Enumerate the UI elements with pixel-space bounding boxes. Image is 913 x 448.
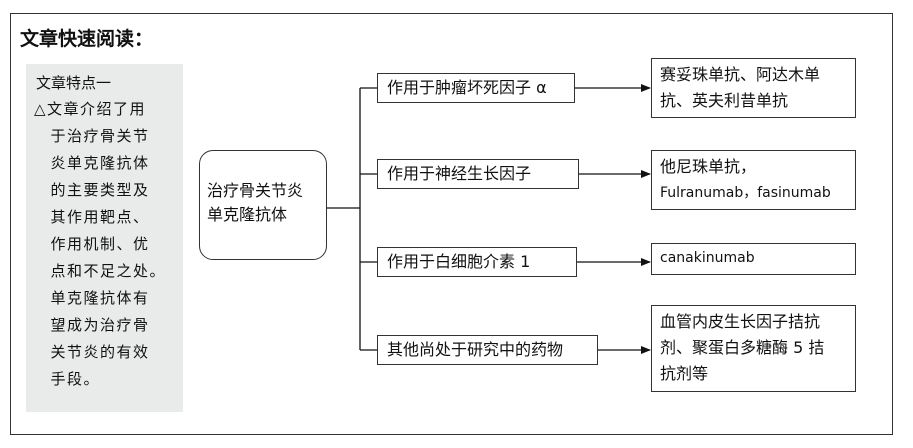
feature-line: 其作用靶点、: [34, 208, 150, 226]
feature-line: 的主要类型及: [34, 181, 150, 199]
feature-line: 点和不足之处。: [34, 262, 167, 280]
outer-frame: [10, 13, 893, 435]
target-line: 抗剂等: [660, 364, 709, 383]
target-line: Fulranumab，fasinumab: [660, 185, 831, 201]
target-line: 血管内皮生长因子拮抗: [660, 312, 821, 331]
center-node-line: 治疗骨关节炎: [207, 181, 304, 200]
feature-line: 手段。: [34, 370, 101, 388]
article-features-panel: 文章特点一 △文章介绍了用 于治疗骨关节 炎单克隆抗体 的主要类型及 其作用靶点…: [26, 64, 183, 412]
article-features-heading: 文章特点一: [36, 74, 112, 92]
feature-line: 望成为治疗骨: [34, 316, 150, 334]
branch-other: 其他尚处于研究中的药物: [377, 335, 598, 365]
branch-tnf: 作用于肿瘤坏死因子 α: [377, 73, 575, 103]
target-line: 抗、英夫利昔单抗: [660, 91, 789, 110]
target-other: 血管内皮生长因子拮抗 剂、聚蛋白多糖酶 5 拮 抗剂等: [651, 305, 856, 392]
feature-line: 关节炎的有效: [34, 343, 150, 361]
target-il1: canakinumab: [651, 243, 856, 275]
feature-line: 于治疗骨关节: [34, 127, 150, 145]
branch-il1: 作用于白细胞介素 1: [377, 247, 577, 277]
target-ngf: 他尼珠单抗， Fulranumab，fasinumab: [651, 150, 856, 210]
feature-line: △文章介绍了用: [34, 100, 147, 118]
page-title: 文章快速阅读：: [20, 28, 154, 50]
center-node-line: 单克隆抗体: [207, 205, 288, 224]
feature-line: 单克隆抗体有: [34, 289, 150, 307]
target-line: canakinumab: [660, 250, 755, 266]
target-tnf: 赛妥珠单抗、阿达木单 抗、英夫利昔单抗: [651, 58, 856, 118]
feature-line: 炎单克隆抗体: [34, 154, 150, 172]
feature-line: 作用机制、优: [34, 235, 150, 253]
target-line: 他尼珠单抗，: [660, 157, 757, 176]
center-node: 治疗骨关节炎 单克隆抗体: [199, 150, 327, 260]
target-line: 剂、聚蛋白多糖酶 5 拮: [660, 338, 825, 357]
target-line: 赛妥珠单抗、阿达木单: [660, 65, 821, 84]
article-features-text: △文章介绍了用 于治疗骨关节 炎单克隆抗体 的主要类型及 其作用靶点、 作用机制…: [34, 96, 175, 393]
branch-ngf: 作用于神经生长因子: [377, 159, 579, 189]
